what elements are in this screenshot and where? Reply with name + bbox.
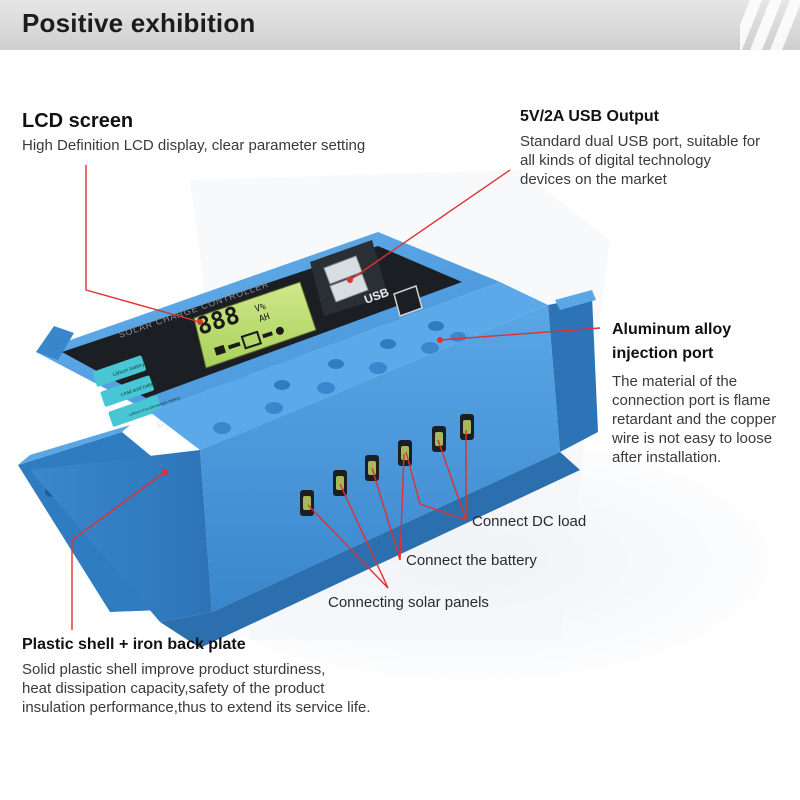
solar-panels-label: Connecting solar panels [328,594,489,611]
badge-lithium: Lithium battery [112,362,145,379]
callout-dot-plastic [162,469,168,475]
lcd-screen-title: LCD screen [22,110,134,132]
usb-output-description: Standard dual USB port, suitable for all… [520,132,790,189]
callout-line-plastic-diag [71,471,166,541]
usb-output-title: 5V/2A USB Output [520,108,659,125]
callout-dot-usb [347,277,353,283]
control-buttons [229,317,407,387]
callout-line-alloy [439,327,601,341]
plastic-desc-line: heat dissipation capacity,safety of the … [22,680,325,697]
right-mounting-tab [548,290,598,452]
plastic-desc-line: insulation performance,thus to extend it… [22,699,371,716]
usb-port-block: USB [310,240,423,317]
alloy-desc-line: retardant and the copper [612,411,777,428]
callout-line-battery-a [371,467,401,561]
plastic-shell-description: Solid plastic shell improve product stur… [22,660,442,717]
battery-type-badges: Lithium battery Lead acid battery Lithiu… [92,355,181,431]
callout-line-usb [349,169,511,281]
alloy-desc-line: The material of the [612,373,738,390]
faceplate-caption: SOLAR CHARGE CONTROLLER [117,279,270,340]
usb-desc-line: Standard dual USB port, suitable for [520,133,761,150]
battery-label: Connect the battery [406,552,537,569]
alloy-title-line: Aluminum alloy [612,321,732,338]
page-title: Positive exhibition [22,8,256,38]
callout-dot-alloy [437,337,443,343]
terminal-slots [300,414,474,516]
callout-dot-lcd [197,319,203,325]
lcd-units-bottom: AH [258,312,271,325]
plastic-shell-title: Plastic shell + iron back plate [22,636,246,653]
alloy-desc-line: wire is not easy to loose [612,430,773,447]
callout-line-dc-a [405,451,467,521]
lcd-digits: 888 [193,301,243,341]
usb-label: USB [362,285,391,307]
aluminum-alloy-description: The material of the connection port is f… [612,372,797,467]
header-banner: Positive exhibition [0,0,800,50]
ce-mark: CE [155,416,172,431]
lcd-display: 888 V% AH [193,281,317,369]
usb-desc-line: devices on the market [520,171,667,188]
lcd-screen-description: High Definition LCD display, clear param… [22,137,366,154]
dc-load-label: Connect DC load [472,513,587,530]
plastic-desc-line: Solid plastic shell improve product stur… [22,661,326,678]
black-faceplate: SOLAR CHARGE CONTROLLER [62,246,462,398]
badge-lead-acid: Lead acid battery [120,380,159,398]
usb-desc-line: all kinds of digital technology [520,152,711,169]
alloy-title-line: injection port [612,345,714,362]
callout-line-dc-b [437,439,467,521]
controller-top-surface [36,232,500,412]
alloy-desc-line: connection port is flame [612,392,771,409]
alloy-desc-line: after installation. [612,449,722,466]
aluminum-alloy-title: Aluminum alloy injection port [612,318,782,366]
callout-line-lcd [85,165,201,323]
terminal-strip [30,282,580,648]
callout-line-solar-b [339,483,389,589]
badge-lifepo4: Lithium iron phosphate battery [128,395,181,417]
callout-line-battery-b [399,453,405,561]
lcd-units-top: V% [254,302,268,315]
callout-line-solar-a [307,504,389,589]
left-mounting-tab [18,425,168,612]
header-stripes-decoration [740,0,800,50]
